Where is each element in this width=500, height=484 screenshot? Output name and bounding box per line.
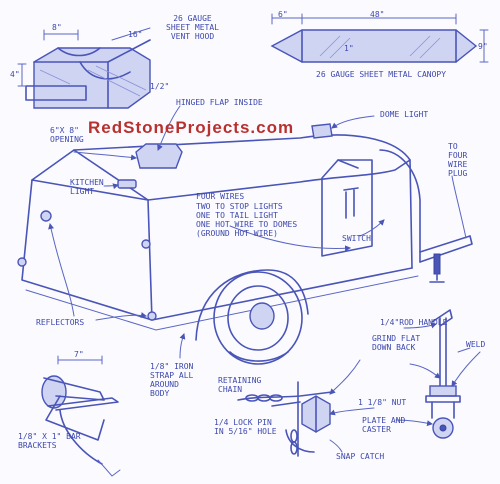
- vent-hood-top-dim: 8": [52, 23, 62, 32]
- kitchen-light-label: KITCHEN LIGHT: [70, 178, 104, 196]
- retaining-chain-label: RETAINING CHAIN: [218, 376, 262, 394]
- dome-light-label: DOME LIGHT: [380, 110, 429, 119]
- lock-pin-label: 1/4 LOCK PIN IN 5/16" HOLE: [214, 418, 277, 436]
- canopy-end-dim: 6": [278, 10, 288, 19]
- opening-label: 6"X 8" OPENING: [50, 126, 84, 144]
- canopy-drawing: [270, 13, 489, 63]
- canopy-center-dim: 1": [344, 44, 354, 53]
- four-wires-text: TWO TO STOP LIGHTS ONE TO TAIL LIGHT ONE…: [196, 202, 298, 238]
- four-wires-title: FOUR WIRES: [196, 192, 245, 201]
- hinged-flap-label: HINGED FLAP INSIDE: [176, 98, 263, 107]
- four-wire-plug-label: TO FOUR WIRE PLUG: [448, 142, 468, 178]
- bar-bracket-drawing: [41, 355, 121, 477]
- bracket-dim: 7": [74, 350, 84, 359]
- rod-handle-label: 1/4"ROD HANDLE: [380, 318, 448, 327]
- grind-flat-label: GRIND FLAT DOWN BACK: [372, 334, 421, 352]
- brand-watermark: RedStoneProjects.com: [88, 118, 295, 137]
- leader-lines: [48, 105, 481, 427]
- snap-catch-label: SNAP CATCH: [336, 452, 385, 461]
- bar-brackets-label: 1/8" X 1" BAR BRACKETS: [18, 432, 81, 450]
- weld-label: WELD: [466, 340, 486, 349]
- vent-hood-side-dim: 16": [128, 30, 143, 39]
- switch-label: SWITCH: [342, 234, 371, 243]
- vent-hood-height-dim: 4": [10, 70, 20, 79]
- canopy-depth-dim: 9": [478, 42, 488, 51]
- vent-hood-label: 26 GAUGE SHEET METAL VENT HOOD: [166, 14, 219, 41]
- iron-strap-label: 1/8" IRON STRAP ALL AROUND BODY: [150, 362, 194, 398]
- canopy-label: 26 GAUGE SHEET METAL CANOPY: [316, 70, 447, 79]
- plate-caster-label: PLATE AND CASTER: [362, 416, 406, 434]
- nut-label: 1 1/8" NUT: [358, 398, 407, 407]
- chain-pin-drawing: [237, 381, 343, 457]
- jack-caster-drawing: [425, 309, 471, 439]
- trailer-body-drawing: [17, 123, 473, 365]
- vent-hood-lip-dim: 1/2": [150, 82, 170, 91]
- canopy-length-dim: 48": [370, 10, 385, 19]
- vent-hood-drawing: [17, 27, 151, 109]
- reflectors-label: REFLECTORS: [36, 318, 85, 327]
